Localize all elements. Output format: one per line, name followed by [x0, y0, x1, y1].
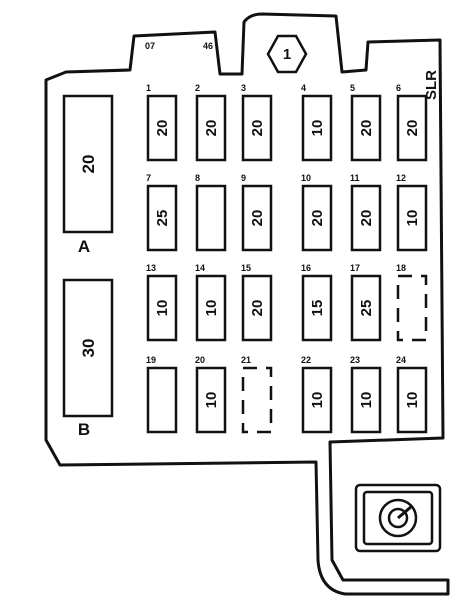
relay-hexagon	[266, 34, 308, 74]
fuse-10-rating: 20	[309, 210, 326, 227]
fuse-15-rating: 20	[249, 300, 266, 317]
fuse-2-rating: 20	[203, 120, 220, 137]
fuse-6-rating: 20	[404, 120, 421, 137]
maxi-fuse-a	[62, 94, 114, 234]
fuse-20-number: 20	[195, 355, 205, 365]
fuse-7	[146, 184, 178, 252]
fuse-1	[146, 94, 178, 162]
code-left: 07	[145, 41, 155, 51]
fuse-14-rating: 10	[203, 300, 220, 317]
fuse-16-rating: 15	[309, 300, 326, 317]
fuse-22-rating: 10	[309, 392, 326, 409]
fuse-1-rating: 20	[154, 120, 171, 137]
fuse-15-number: 15	[241, 263, 251, 273]
fuse-8-number: 8	[195, 173, 200, 183]
fuse-11	[350, 184, 382, 252]
fuse-13-number: 13	[146, 263, 156, 273]
fuse-6	[396, 94, 428, 162]
fuse-4-number: 4	[301, 83, 306, 93]
fuse-2	[195, 94, 227, 162]
fuse-17-number: 17	[350, 263, 360, 273]
fuse-5-number: 5	[350, 83, 355, 93]
fuse-10-number: 10	[301, 173, 311, 183]
fuse-3	[241, 94, 273, 162]
fuse-14	[195, 274, 227, 342]
fuse-20	[195, 366, 227, 434]
fuse-2-number: 2	[195, 83, 200, 93]
fuse-10	[301, 184, 333, 252]
fuse-9	[241, 184, 273, 252]
fuse-6-number: 6	[396, 83, 401, 93]
fuse-12	[396, 184, 428, 252]
relay-number: 1	[283, 46, 291, 63]
fuse-13	[146, 274, 178, 342]
fuse-3-rating: 20	[249, 120, 266, 137]
fuse-14-number: 14	[195, 263, 205, 273]
fuse-23-number: 23	[350, 355, 360, 365]
fuse-18-number: 18	[396, 263, 406, 273]
fuse-13-rating: 10	[154, 300, 171, 317]
fuse-19	[146, 366, 178, 434]
fuse-9-number: 9	[241, 173, 246, 183]
fuse-22	[301, 366, 333, 434]
fuse-12-number: 12	[396, 173, 406, 183]
maxi-fuse-b-label: B	[78, 420, 90, 439]
fuse-11-rating: 20	[358, 210, 375, 227]
fuse-1-number: 1	[146, 83, 151, 93]
fuse-5	[350, 94, 382, 162]
fuse-19-number: 19	[146, 355, 156, 365]
fuse-23-rating: 10	[358, 392, 375, 409]
fuse-16-number: 16	[301, 263, 311, 273]
slr-label: SLR	[423, 70, 440, 100]
fuse-24-number: 24	[396, 355, 406, 365]
fuse-5-rating: 20	[358, 120, 375, 137]
fuse-15	[241, 274, 273, 342]
fuse-3-number: 3	[241, 83, 246, 93]
fuse-grid: 1 20 2 20 3 20 4 10 5 20 6 20 7 25 8 9 20 10 20 11 20 12 10 13 1…	[146, 83, 428, 434]
maxi-fuse-a-label: A	[78, 237, 90, 256]
fuse-23	[350, 366, 382, 434]
fuse-22-number: 22	[301, 355, 311, 365]
fuse-24	[396, 366, 428, 434]
fuse-12-rating: 10	[404, 210, 421, 227]
maxi-fuse-a-rating: 20	[79, 155, 98, 174]
fuse-7-rating: 25	[154, 210, 171, 227]
maxi-fuse-b-rating: 30	[79, 339, 98, 358]
fuse-11-number: 11	[350, 173, 360, 183]
fuse-9-rating: 20	[249, 210, 266, 227]
maxi-fuse-b	[62, 278, 114, 418]
fuse-17-rating: 25	[358, 300, 375, 317]
fuse-21-number: 21	[241, 355, 251, 365]
fuse-8	[195, 184, 227, 252]
switch-key-slot	[397, 504, 413, 520]
code-right: 46	[203, 41, 213, 51]
fuse-7-number: 7	[146, 173, 151, 183]
fuse-17	[350, 274, 382, 342]
fuse-24-rating: 10	[404, 392, 421, 409]
fuse-18	[396, 274, 428, 342]
fuse-4-rating: 10	[309, 120, 326, 137]
fuse-16	[301, 274, 333, 342]
fuse-4	[301, 94, 333, 162]
fuse-20-rating: 10	[203, 392, 220, 409]
fuse-21	[241, 366, 273, 434]
